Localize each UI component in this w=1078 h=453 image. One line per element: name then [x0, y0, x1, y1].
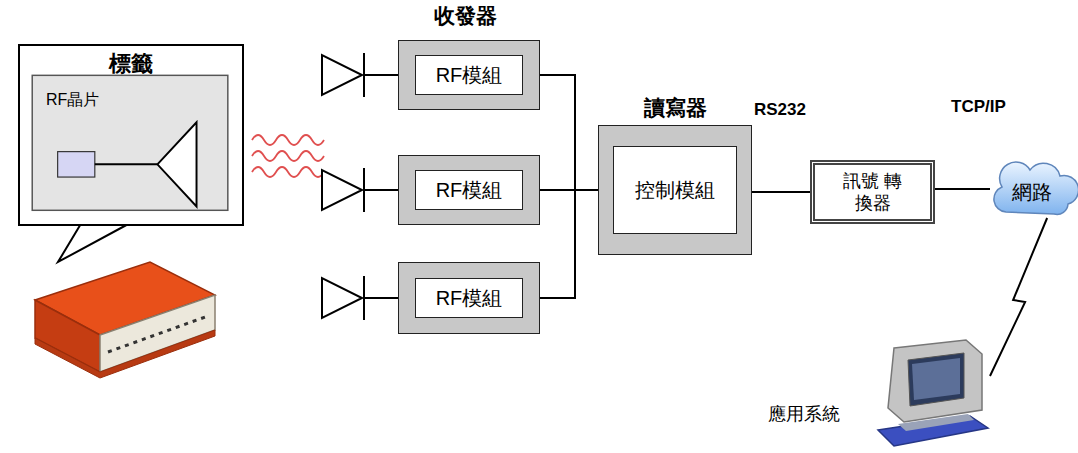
network-cloud: 網路 [990, 158, 1074, 220]
connector-line [540, 75, 598, 190]
module-label: RF模組 [415, 170, 523, 210]
module-label: RF模組 [415, 55, 523, 95]
module-label: RF模組 [415, 278, 523, 318]
tag-callout: 標籤 RF晶片 [18, 44, 244, 226]
book [35, 262, 215, 378]
heading: 標籤 [20, 49, 242, 79]
signal-name: RS232 [752, 100, 808, 120]
rf-module: RF模組 [398, 40, 540, 110]
box-label: 訊號 轉換器 [842, 170, 904, 215]
signal-converter: 訊號 轉換器 [810, 160, 935, 224]
computer-shape [872, 336, 990, 450]
connector-line [540, 190, 598, 298]
connector-line [752, 191, 810, 193]
heading: 讀寫器 [599, 94, 751, 122]
system-label: 應用系統 [768, 402, 840, 426]
radio-waves [252, 135, 324, 177]
connector-line [990, 218, 1047, 376]
callout-tail [58, 222, 132, 262]
connector-line [935, 188, 990, 190]
chip-label: RF晶片 [46, 90, 99, 111]
rf-module: RF模組 [398, 262, 540, 334]
signal-name: TCP/IP [949, 97, 1008, 117]
antenna-symbol [322, 53, 398, 320]
rf-module: RF模組 [398, 155, 540, 225]
cloud-label: 網路 [1012, 173, 1052, 206]
group-heading: 收發器 [432, 2, 499, 30]
reader-box: 讀寫器控制模組 [598, 125, 752, 255]
module-label: 控制模組 [613, 146, 737, 234]
computer: 應用系統 [872, 336, 990, 450]
